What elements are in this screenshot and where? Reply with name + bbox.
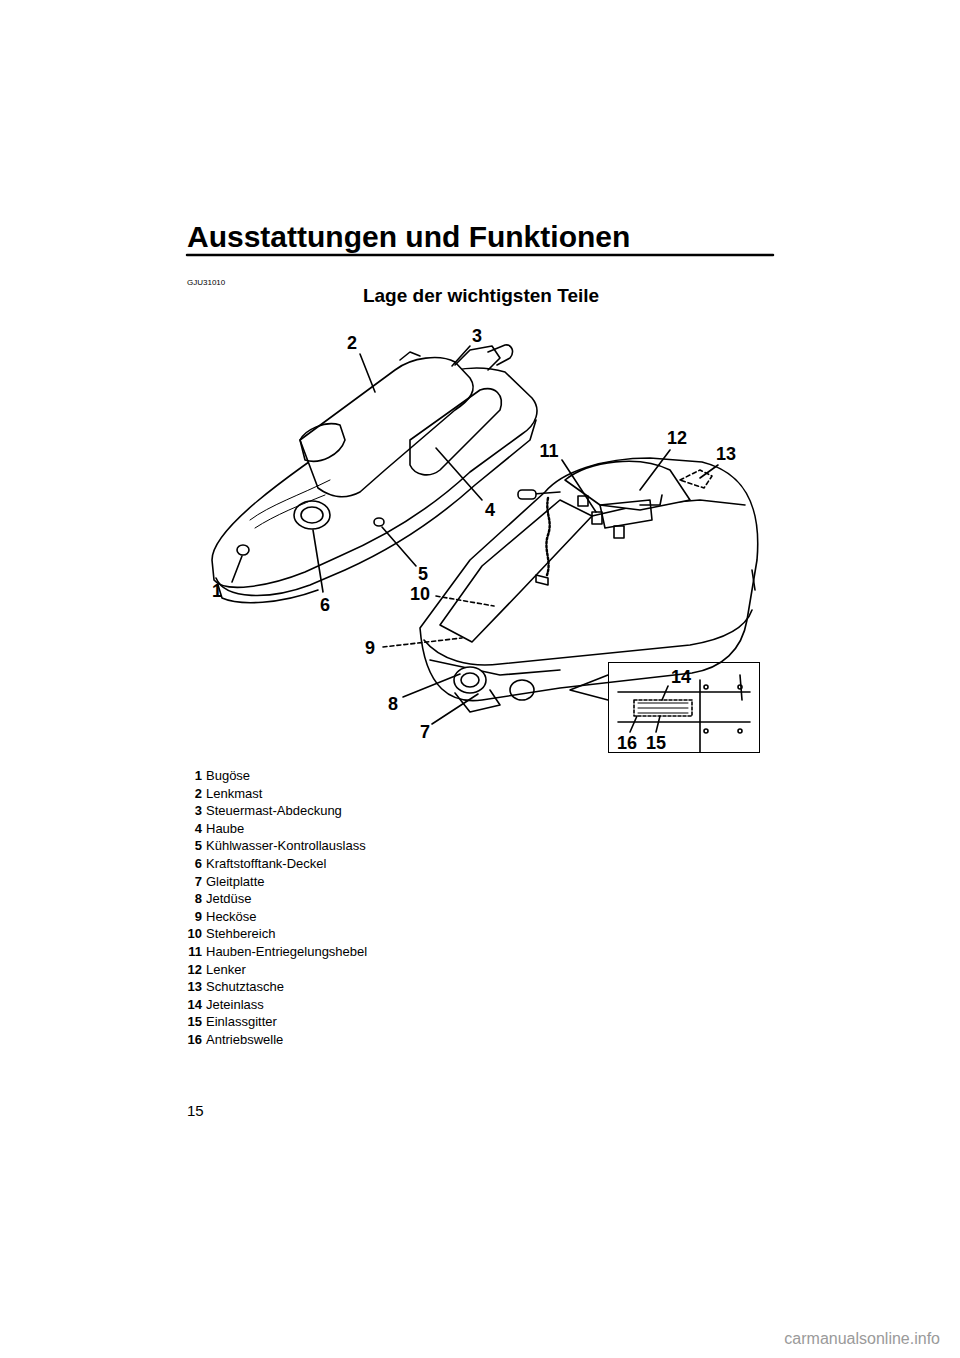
part-name: Stehbereich xyxy=(206,927,275,942)
section-heading: Lage der wichtigsten Teile xyxy=(363,285,599,307)
list-number: 13 xyxy=(188,980,202,995)
list-number: 2 xyxy=(195,787,202,802)
part-name: Einlassgitter xyxy=(206,1015,277,1030)
list-number: 10 xyxy=(188,927,202,942)
list-number: 11 xyxy=(188,945,202,960)
part-name: Haube xyxy=(206,822,244,837)
list-number: 15 xyxy=(188,1015,202,1030)
callout-number: 14 xyxy=(671,667,691,688)
callout-number: 10 xyxy=(410,584,430,605)
callout-number: 13 xyxy=(716,444,736,465)
part-name: Schutztasche xyxy=(206,980,284,995)
part-name: Kraftstofftank-Deckel xyxy=(206,857,326,872)
list-number: 5 xyxy=(195,839,202,854)
page-number: 15 xyxy=(187,1102,204,1119)
part-name: Lenker xyxy=(206,963,246,978)
list-number: 1 xyxy=(195,769,202,784)
part-name: Gleitplatte xyxy=(206,875,265,890)
callout-number: 11 xyxy=(539,441,558,462)
list-number: 12 xyxy=(188,963,202,978)
part-name: Jetdüse xyxy=(206,892,252,907)
callout-number: 4 xyxy=(485,500,495,521)
list-number: 3 xyxy=(195,804,202,819)
part-name: Steuermast-Abdeckung xyxy=(206,804,342,819)
callout-number: 7 xyxy=(420,722,430,743)
part-name: Antriebswelle xyxy=(206,1033,283,1048)
list-number: 8 xyxy=(195,892,202,907)
callout-number: 12 xyxy=(667,428,687,449)
callout-number: 5 xyxy=(418,564,428,585)
watermark: carmanualsonline.info xyxy=(784,1330,940,1348)
callout-number: 3 xyxy=(472,326,482,347)
part-name: Bugöse xyxy=(206,769,250,784)
callout-number: 8 xyxy=(388,694,398,715)
part-name: Kühlwasser-Kontrollauslass xyxy=(206,839,366,854)
callout-number: 2 xyxy=(347,333,357,354)
part-name: Lenkmast xyxy=(206,787,262,802)
callout-number: 16 xyxy=(617,733,637,754)
list-number: 7 xyxy=(195,875,202,890)
list-number: 14 xyxy=(188,998,202,1013)
list-number: 6 xyxy=(195,857,202,872)
callout-number: 9 xyxy=(365,638,375,659)
list-number: 9 xyxy=(195,910,202,925)
callout-number: 1 xyxy=(212,581,222,602)
part-name: Hecköse xyxy=(206,910,257,925)
part-name: Hauben-Entriegelungshebel xyxy=(206,945,367,960)
list-number: 4 xyxy=(195,822,202,837)
section-code: GJU31010 xyxy=(187,278,225,287)
callout-number: 15 xyxy=(646,733,666,754)
inset-box: 14 16 15 xyxy=(608,662,760,753)
list-number: 16 xyxy=(188,1033,202,1048)
part-name: Jeteinlass xyxy=(206,998,264,1013)
callout-number: 6 xyxy=(320,595,330,616)
page-heading: Ausstattungen und Funktionen xyxy=(187,220,630,255)
